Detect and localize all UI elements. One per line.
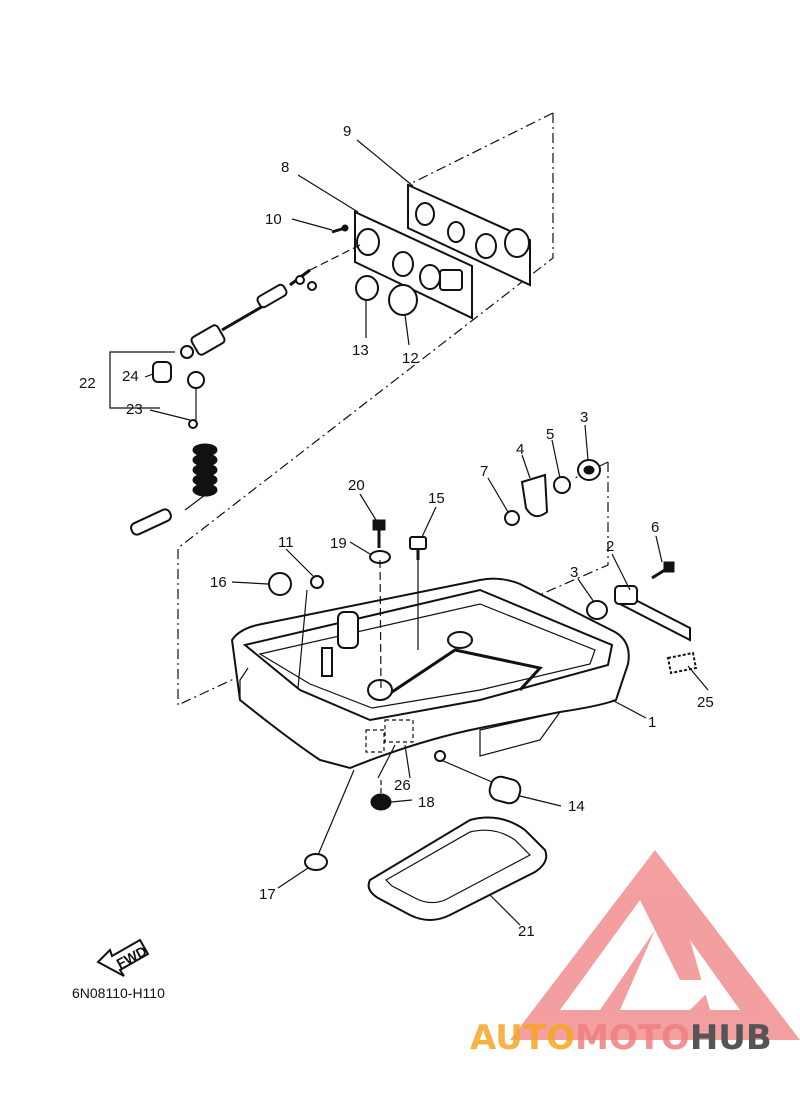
panel-plate-8 (354, 210, 473, 320)
callout-5: 5 (546, 426, 554, 443)
panel-plate-9 (407, 183, 531, 287)
callout-3-lower: 3 (570, 564, 578, 581)
brand-moto: MOTO (574, 1018, 690, 1058)
leader-lines (144, 139, 709, 926)
brand-hub: HUB (689, 1018, 772, 1058)
brand-auto: AUTO (470, 1018, 575, 1058)
lever-bracket-2 (614, 585, 691, 642)
callout-21: 21 (518, 923, 535, 940)
callout-16: 16 (210, 574, 227, 591)
fwd-arrow-icon: FWD (96, 938, 150, 977)
callout-17: 17 (259, 886, 276, 903)
callout-12: 12 (402, 350, 419, 367)
screw-6 (651, 561, 675, 580)
nut-11 (310, 575, 324, 589)
callout-9: 9 (343, 123, 351, 140)
callout-24: 24 (122, 368, 139, 385)
plug-12 (388, 284, 418, 316)
bottom-cowling-1 (230, 577, 630, 770)
callout-1: 1 (648, 714, 656, 731)
callout-23: 23 (126, 401, 143, 418)
callout-18: 18 (418, 794, 435, 811)
callout-11: 11 (278, 534, 294, 551)
cap-24 (152, 361, 172, 383)
callout-7: 7 (480, 463, 488, 480)
bracket-22-23 (109, 351, 175, 409)
callout-10: 10 (265, 211, 282, 228)
watermark-logo-icon (510, 850, 800, 1040)
callout-20: 20 (348, 477, 365, 494)
stop-switch-22 (180, 244, 361, 359)
watermark-brand: AUTOMOTOHUB (470, 1018, 772, 1058)
grommet-18 (370, 793, 392, 811)
screw-10 (331, 224, 349, 234)
plug-13 (355, 275, 379, 301)
screw-20 (372, 519, 386, 548)
callout-labels: 1 2 3 3 4 5 6 7 8 9 10 11 12 13 14 15 16… (79, 123, 714, 940)
callout-3-upper: 3 (580, 409, 588, 426)
upper-explode-frame (177, 112, 609, 706)
lever-4 (520, 473, 549, 518)
grommet-3-upper (577, 459, 601, 481)
grommet-16 (268, 572, 292, 596)
callout-15: 15 (428, 490, 445, 507)
callout-4: 4 (516, 441, 524, 458)
callout-14: 14 (568, 798, 585, 815)
gasket-21 (367, 816, 548, 921)
callout-22: 22 (79, 375, 96, 392)
plug-14 (488, 775, 522, 805)
coil-cord (192, 443, 218, 497)
drawing-code: 6N08110-H110 (72, 985, 165, 1001)
callout-8: 8 (281, 159, 289, 176)
callout-19: 19 (330, 535, 347, 552)
plug-17 (304, 853, 328, 871)
nut-7 (504, 510, 520, 526)
nut-5 (553, 476, 571, 494)
callout-26: 26 (394, 777, 411, 794)
callout-13: 13 (352, 342, 369, 359)
lanyard-23 (130, 371, 218, 536)
callout-25: 25 (697, 694, 714, 711)
grommet-3-lower (586, 600, 608, 620)
callout-6: 6 (651, 519, 659, 536)
callout-2: 2 (606, 538, 614, 555)
bolt-15 (409, 536, 427, 560)
